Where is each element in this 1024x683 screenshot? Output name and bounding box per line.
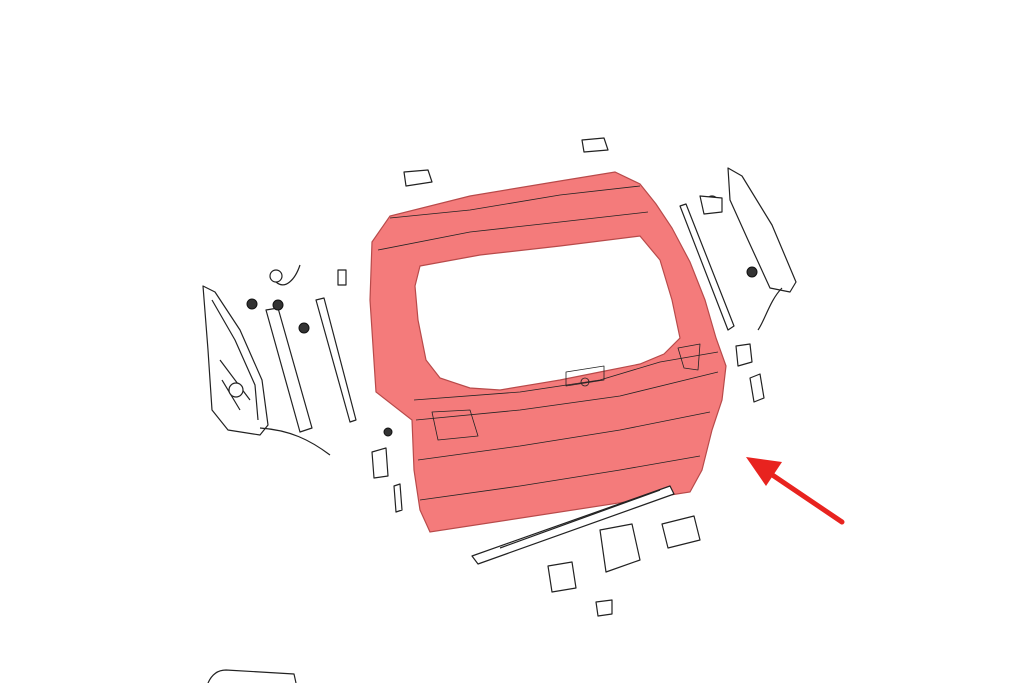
license-applique: [471, 485, 675, 565]
bracket: [735, 343, 753, 367]
nut-icon: [246, 298, 258, 310]
trim-clip-icon: [228, 382, 244, 398]
right-hinge: [581, 137, 609, 153]
bracket: [749, 373, 765, 403]
striker: [393, 483, 403, 513]
latch-actuator: [547, 561, 577, 593]
partial-trim-piece: [207, 669, 297, 683]
right-pillar-trim: [727, 167, 797, 293]
latch-assembly: [599, 523, 641, 573]
left-gas-strut: [265, 264, 313, 433]
right-trim-wire: [757, 287, 783, 331]
liftgate-detail-lines: [377, 185, 719, 501]
nut-icon: [746, 266, 758, 278]
center-gas-strut: [298, 269, 357, 423]
right-gas-strut: [679, 195, 735, 331]
left-pillar-trim: [202, 285, 269, 436]
nut-icon: [383, 427, 393, 437]
bumper-stop: [371, 447, 389, 479]
liftgate-panel-highlighted: [369, 171, 727, 533]
latch-cover: [661, 515, 701, 549]
applique-detail: [499, 489, 661, 549]
red-pointer-arrow: [746, 457, 845, 525]
fastener: [595, 599, 613, 617]
wire-harness: [259, 427, 331, 456]
left-hinge: [403, 169, 433, 187]
